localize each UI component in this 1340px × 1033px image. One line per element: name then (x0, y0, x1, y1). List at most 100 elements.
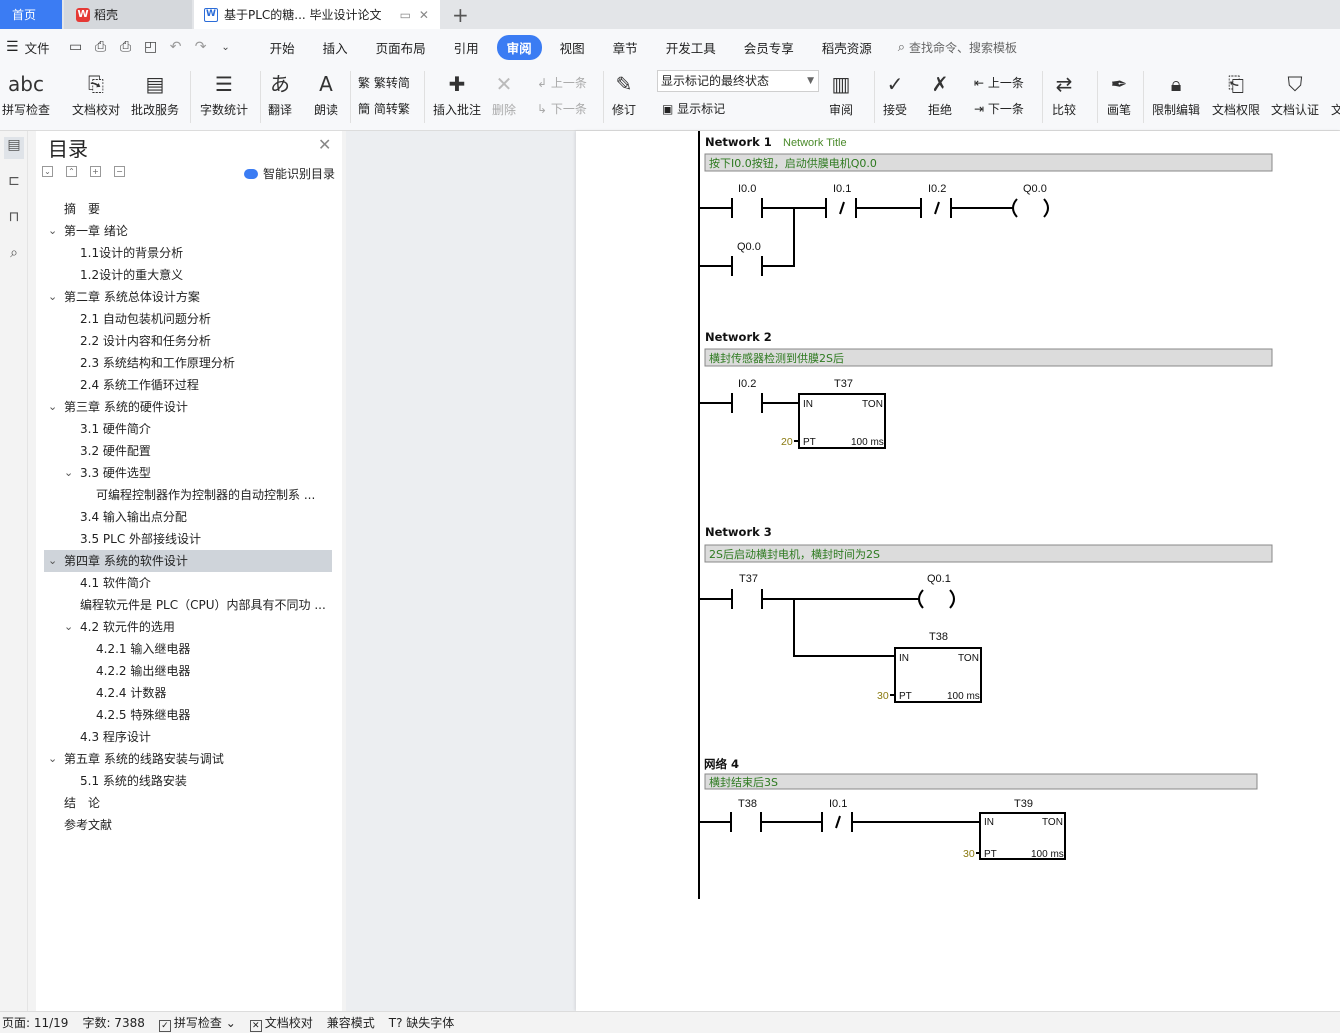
add-heading-icon[interactable]: + (90, 166, 101, 177)
chevron-down-icon[interactable]: ⌄ (48, 224, 58, 237)
toc-item[interactable]: 4.2.5 特殊继电器 (44, 704, 332, 726)
chevron-down-icon[interactable]: ⌄ (48, 400, 58, 413)
print-preview-icon[interactable]: ◰ (143, 39, 158, 55)
collapse-all-icon[interactable]: ⌄ (42, 166, 53, 177)
document-page[interactable]: Network 1 Network Title 按下I0.0按钮，启动供膜电机Q… (576, 131, 1340, 1011)
toc-item[interactable]: 3.1 硬件简介 (44, 418, 332, 440)
close-tab-icon[interactable]: ✕ (418, 7, 429, 22)
prev-comment-button[interactable]: ↲ 上一条 (537, 74, 587, 91)
menu-start[interactable]: 开始 (269, 40, 295, 56)
reject-button[interactable]: ✗拒绝 (928, 69, 952, 118)
review-pane-button[interactable]: ▥审阅 (829, 69, 853, 118)
track-changes-button[interactable]: ✎修订 (612, 69, 636, 118)
word-count-indicator[interactable]: 字数: 7388 (82, 1016, 145, 1030)
word-count-button[interactable]: ☰字数统计 (200, 69, 248, 118)
print-icon[interactable]: ⎙ (119, 39, 132, 55)
delete-comment-button[interactable]: ✕删除 (492, 69, 516, 118)
expand-up-icon[interactable]: ⌃ (66, 166, 77, 177)
toc-item[interactable]: 2.2 设计内容和任务分析 (44, 330, 332, 352)
search-icon[interactable]: ⌕ (10, 245, 18, 261)
show-markup-button[interactable]: ▣ 显示标记 (662, 100, 725, 117)
close-icon[interactable]: ✕ (318, 135, 332, 154)
toc-panel-icon[interactable]: ▤ (4, 137, 24, 159)
toc-item[interactable]: 1.2设计的重大意义 (44, 264, 332, 286)
menu-member[interactable]: 会员专享 (743, 40, 794, 56)
redo-icon[interactable]: ↷ (194, 39, 207, 55)
file-menu[interactable]: ☰ 文件 (6, 38, 50, 57)
new-tab-icon[interactable]: + (452, 3, 469, 27)
chevron-down-icon[interactable]: ⌄ (48, 752, 58, 765)
chevron-down-icon[interactable]: ⌄ (48, 554, 58, 567)
toc-item[interactable]: ⌄第三章 系统的硬件设计 (44, 396, 332, 418)
next-comment-button[interactable]: ↳ 下一条 (537, 100, 587, 117)
translate-button[interactable]: あ翻译 (268, 69, 292, 118)
missing-font-status[interactable]: T? 缺失字体 (389, 1014, 455, 1031)
menu-review[interactable]: 审阅 (496, 34, 542, 60)
toc-item[interactable]: 2.3 系统结构和工作原理分析 (44, 352, 332, 374)
insert-comment-button[interactable]: ✚插入批注 (433, 69, 481, 118)
pen-button[interactable]: ✒画笔 (1107, 69, 1131, 118)
restrict-edit-button[interactable]: 🔒︎限制编辑 (1152, 69, 1200, 118)
tab-home[interactable]: 首页 (0, 0, 62, 29)
prev-change-button[interactable]: ⇤ 上一条 (974, 74, 1024, 91)
next-change-button[interactable]: ⇥ 下一条 (974, 100, 1024, 117)
simplified-to-traditional-button[interactable]: 簡 简转繁 (358, 100, 410, 117)
menu-layout[interactable]: 页面布局 (375, 40, 426, 56)
toc-item[interactable]: 5.1 系统的线路安装 (44, 770, 332, 792)
menu-references[interactable]: 引用 (453, 40, 479, 56)
menu-developer[interactable]: 开发工具 (665, 40, 716, 56)
toc-item[interactable]: ⌄3.3 硬件选型 (44, 462, 332, 484)
more-ribbon-button[interactable]: 文 (1331, 69, 1340, 118)
compare-button[interactable]: ⇄比较 (1052, 69, 1076, 118)
smart-toc-button[interactable]: 智能识别目录 (244, 165, 335, 182)
toc-item[interactable]: 可编程控制器作为控制器的自动控制系 ... (44, 484, 332, 506)
customize-icon[interactable]: ⌄ (221, 41, 230, 53)
toc-item[interactable]: 4.1 软件简介 (44, 572, 332, 594)
bookmark-icon[interactable]: ⊓ (8, 209, 20, 225)
chevron-down-icon[interactable]: ⌄ (64, 620, 74, 633)
tab-document[interactable]: W 基于PLC的糖... 毕业设计论文 ▭ ✕ (194, 0, 440, 29)
tab-daoke[interactable]: W 稻壳 (64, 0, 192, 29)
compat-mode-status[interactable]: 兼容模式 (326, 1016, 375, 1030)
toc-item[interactable]: ⌄第一章 绪论 (44, 220, 332, 242)
menu-view[interactable]: 视图 (559, 40, 585, 56)
doc-proof-button[interactable]: ⎘文档校对 (72, 69, 120, 118)
menu-resources[interactable]: 稻壳资源 (821, 40, 872, 56)
toc-item[interactable]: ⌄第二章 系统总体设计方案 (44, 286, 332, 308)
save-icon[interactable]: ▭ (68, 39, 83, 55)
chapter-nav-icon[interactable]: ⊏ (8, 173, 20, 189)
toc-item[interactable]: 参考文献 (44, 814, 332, 836)
accept-button[interactable]: ✓接受 (883, 69, 907, 118)
toc-item[interactable]: 4.2.1 输入继电器 (44, 638, 332, 660)
toc-item[interactable]: 3.4 输入输出点分配 (44, 506, 332, 528)
chevron-down-icon[interactable]: ⌄ (48, 290, 58, 303)
toc-item[interactable]: 2.4 系统工作循环过程 (44, 374, 332, 396)
restore-tab-icon[interactable]: ▭ (399, 7, 411, 22)
batch-service-button[interactable]: ▤批改服务 (131, 69, 179, 118)
toc-item[interactable]: ⌄第四章 系统的软件设计 (44, 550, 332, 572)
spell-check-status[interactable]: ✓拼写检查 ⌄ (158, 1014, 236, 1032)
toc-item[interactable]: 编程软元件是 PLC（CPU）内部具有不同功 ... (44, 594, 332, 616)
doc-proof-status[interactable]: ✕文档校对 (249, 1014, 313, 1032)
doc-permission-button[interactable]: ⎗文档权限 (1212, 69, 1260, 118)
command-search[interactable]: ⌕ 查找命令、搜索模板 (898, 39, 1017, 56)
toc-item[interactable]: 结 论 (44, 792, 332, 814)
toc-item[interactable]: 摘 要 (44, 198, 332, 220)
toc-item[interactable]: 3.2 硬件配置 (44, 440, 332, 462)
export-pdf-icon[interactable]: ⎙ (94, 39, 107, 55)
page-indicator[interactable]: 页面: 11/19 (2, 1016, 69, 1030)
traditional-to-simplified-button[interactable]: 繁 繁转简 (358, 74, 410, 91)
chevron-down-icon[interactable]: ⌄ (64, 466, 74, 479)
toc-item[interactable]: 4.3 程序设计 (44, 726, 332, 748)
doc-auth-button[interactable]: ⛉文档认证 (1271, 69, 1319, 118)
menu-section[interactable]: 章节 (612, 40, 638, 56)
menu-insert[interactable]: 插入 (322, 40, 348, 56)
toc-item[interactable]: 4.2.2 输出继电器 (44, 660, 332, 682)
toc-item[interactable]: 3.5 PLC 外部接线设计 (44, 528, 332, 550)
undo-icon[interactable]: ↶ (169, 39, 182, 55)
toc-scrollbar[interactable] (342, 131, 346, 1011)
remove-heading-icon[interactable]: − (114, 166, 125, 177)
display-for-review-select[interactable]: 显示标记的最终状态▼ (657, 70, 819, 92)
